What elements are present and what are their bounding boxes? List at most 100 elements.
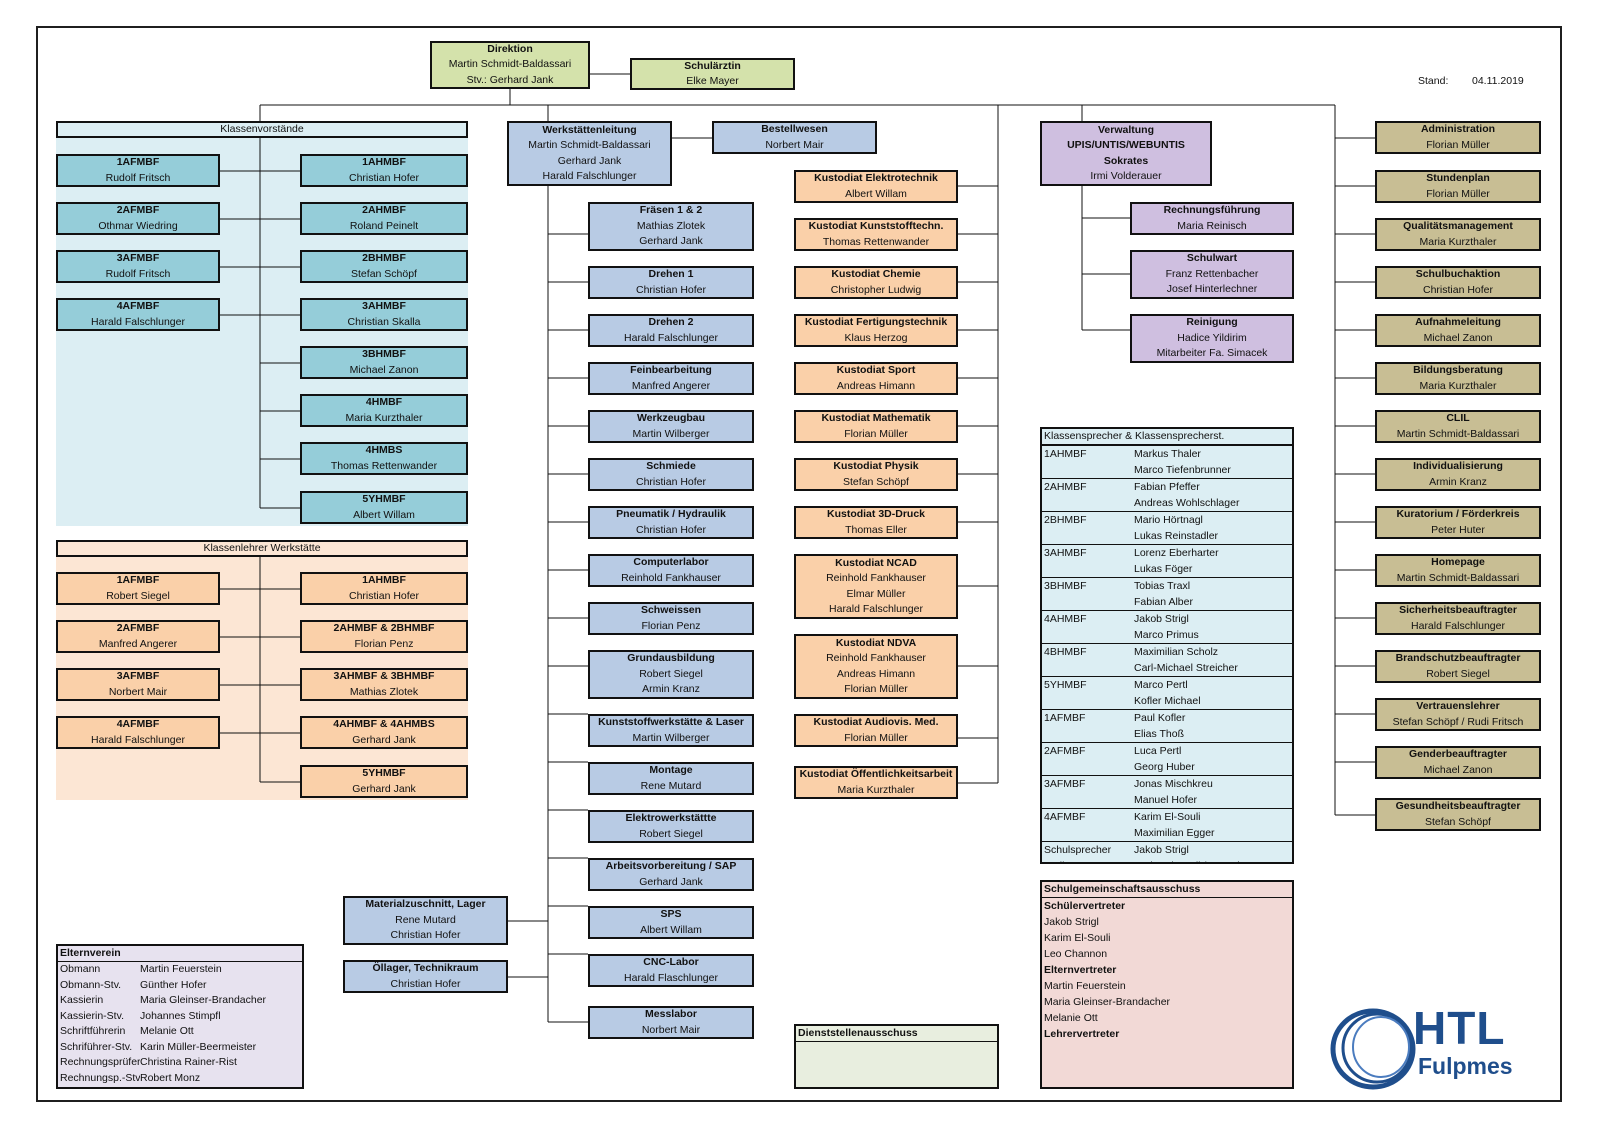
sprecher-row: Manuel Hofer	[1042, 792, 1292, 808]
sprecher-klasse: 2AFMBF	[1044, 745, 1086, 757]
kl-class: 4AFMBF	[116, 718, 160, 730]
elternverein-name: Johannes Stimpfl	[140, 1009, 221, 1022]
werkstaettenleitung-name: Harald Falschlunger	[542, 170, 637, 182]
sprecher-name: Markus Thaler	[1134, 448, 1201, 460]
bestellwesen-name: Norbert Mair	[765, 138, 824, 151]
dienststellenausschuss-table: Dienststellenausschuss	[794, 1024, 999, 1089]
admin-title: Vertrauenslehrer	[1416, 700, 1500, 712]
admin-name: Michael Zanon	[1423, 763, 1493, 776]
sprecher-klasse: 4BHMBF	[1044, 646, 1087, 658]
kv-teacher: Rudolf Fritsch	[105, 267, 171, 280]
kv-class: 2AHMBF	[362, 204, 406, 216]
sga-text: Lehrervertreter	[1044, 1028, 1120, 1040]
elternverein-role: Kassierin-Stv.	[60, 1009, 124, 1022]
kv-teacher: Christian Skalla	[347, 315, 421, 328]
sprecher-name: Fabian Alber	[1134, 596, 1193, 608]
werkstatt-title: Feinbearbeitung	[630, 364, 712, 376]
werkstatt-title: Arbeitsvorbereitung / SAP	[605, 860, 737, 872]
werkstatt-name: Martin Wilberger	[632, 427, 710, 440]
kv-class: 2AFMBF	[116, 204, 160, 216]
elternverein-role: Kassierin	[60, 994, 104, 1006]
sprecher-row: Fabian Alber	[1042, 594, 1292, 610]
oellager-title: Öllager, Technikraum	[372, 962, 479, 974]
verwaltung-sub-name: Mitarbeiter Fa. Simacek	[1156, 347, 1268, 360]
materialzuschnitt-name: Rene Mutard	[395, 913, 456, 926]
verwaltung-title: UPIS/UNTIS/WEBUNTIS	[1067, 139, 1185, 151]
sprecher-role: Schulsprecher	[1044, 844, 1112, 856]
kustodiat-title: Kustodiat Chemie	[831, 268, 921, 280]
direktion-title: Direktion	[487, 42, 533, 55]
admin-name: Stefan Schöpf	[1425, 815, 1491, 828]
kustodiat-name: Andreas Himann	[836, 667, 916, 680]
werkstatt-title: Montage	[649, 764, 693, 776]
werkstatt-title: Pneumatik / Hydraulik	[616, 508, 726, 520]
admin-name: Armin Kranz	[1429, 475, 1487, 488]
klassenvorstaende-header: Klassenvorstände	[56, 121, 468, 138]
kl-teacher: Robert Siegel	[106, 589, 170, 602]
kv-teacher: Rudolf Fritsch	[105, 171, 171, 184]
admin-name: Harald Falschlunger	[1411, 619, 1505, 632]
sprecher-klasse: 4AFMBF	[1044, 811, 1086, 823]
kl-class: 2AFMBF	[116, 622, 160, 634]
sga-text: Maria Gleinser-Brandacher	[1044, 996, 1171, 1008]
kv-class: 2BHMBF	[362, 252, 406, 264]
werkstatt-name: Florian Penz	[641, 619, 701, 632]
werkstatt-name: Robert Siegel	[639, 667, 703, 680]
sprecher-name: Luca Pertl	[1134, 745, 1182, 757]
sprecher-name: Maximilian Scholz	[1134, 646, 1219, 658]
admin-title: Brandschutzbeauftragter	[1395, 652, 1521, 664]
elternverein-role: Obmann-Stv.	[60, 978, 122, 991]
admin-name: Christian Hofer	[1422, 283, 1494, 296]
werkstatt-title: Fräsen 1 & 2	[639, 204, 703, 217]
verwaltung-name: Irmi Volderauer	[1090, 170, 1162, 182]
sprecher-name: Carl-Michael Streicher	[1134, 662, 1238, 674]
sga-member: Jakob Strigl	[1042, 914, 1292, 930]
kl-teacher: Mathias Zlotek	[349, 685, 419, 698]
sprecher-footer-name: Karim El-Souli / Leo Channon	[1134, 858, 1272, 862]
admin-name: Maria Kurzthaler	[1419, 235, 1497, 248]
klassenlehrer-header: Klassenlehrer Werkstätte	[56, 540, 468, 557]
verwaltung-sub-title: Schulwart	[1186, 252, 1238, 265]
werkstatt-title: Messlabor	[645, 1008, 697, 1020]
verwaltung-title: Verwaltung	[1097, 123, 1154, 136]
elternverein-name: Karin Müller-Beermeister	[140, 1040, 257, 1053]
sga-member: Karim El-Souli	[1042, 930, 1292, 946]
kustodiat-name: Andreas Himann	[836, 379, 916, 392]
kv-class: 5YHMBF	[362, 493, 406, 505]
stand-date: 04.11.2019	[1472, 75, 1524, 87]
sprecher-footer-row: Schulsprecher Jakob Strigl	[1042, 841, 1292, 858]
admin-name: Florian Müller	[1426, 187, 1490, 200]
werkstatt-name: Christian Hofer	[635, 475, 707, 488]
sprecher-footer-name: Jakob Strigl	[1134, 844, 1189, 856]
elternverein-name: Günther Hofer	[140, 978, 207, 991]
kustodiat-name: Thomas Rettenwander	[822, 235, 930, 248]
werkstatt-title: Grundausbildung	[627, 652, 715, 665]
admin-name: Maria Kurzthaler	[1419, 379, 1497, 392]
sprecher-row: Kofler Michael	[1042, 693, 1292, 709]
kustodiat-title: Kustodiat Mathematik	[821, 412, 931, 424]
sga-table: Schulgemeinschaftsausschuss Schülervertr…	[1040, 880, 1294, 1089]
